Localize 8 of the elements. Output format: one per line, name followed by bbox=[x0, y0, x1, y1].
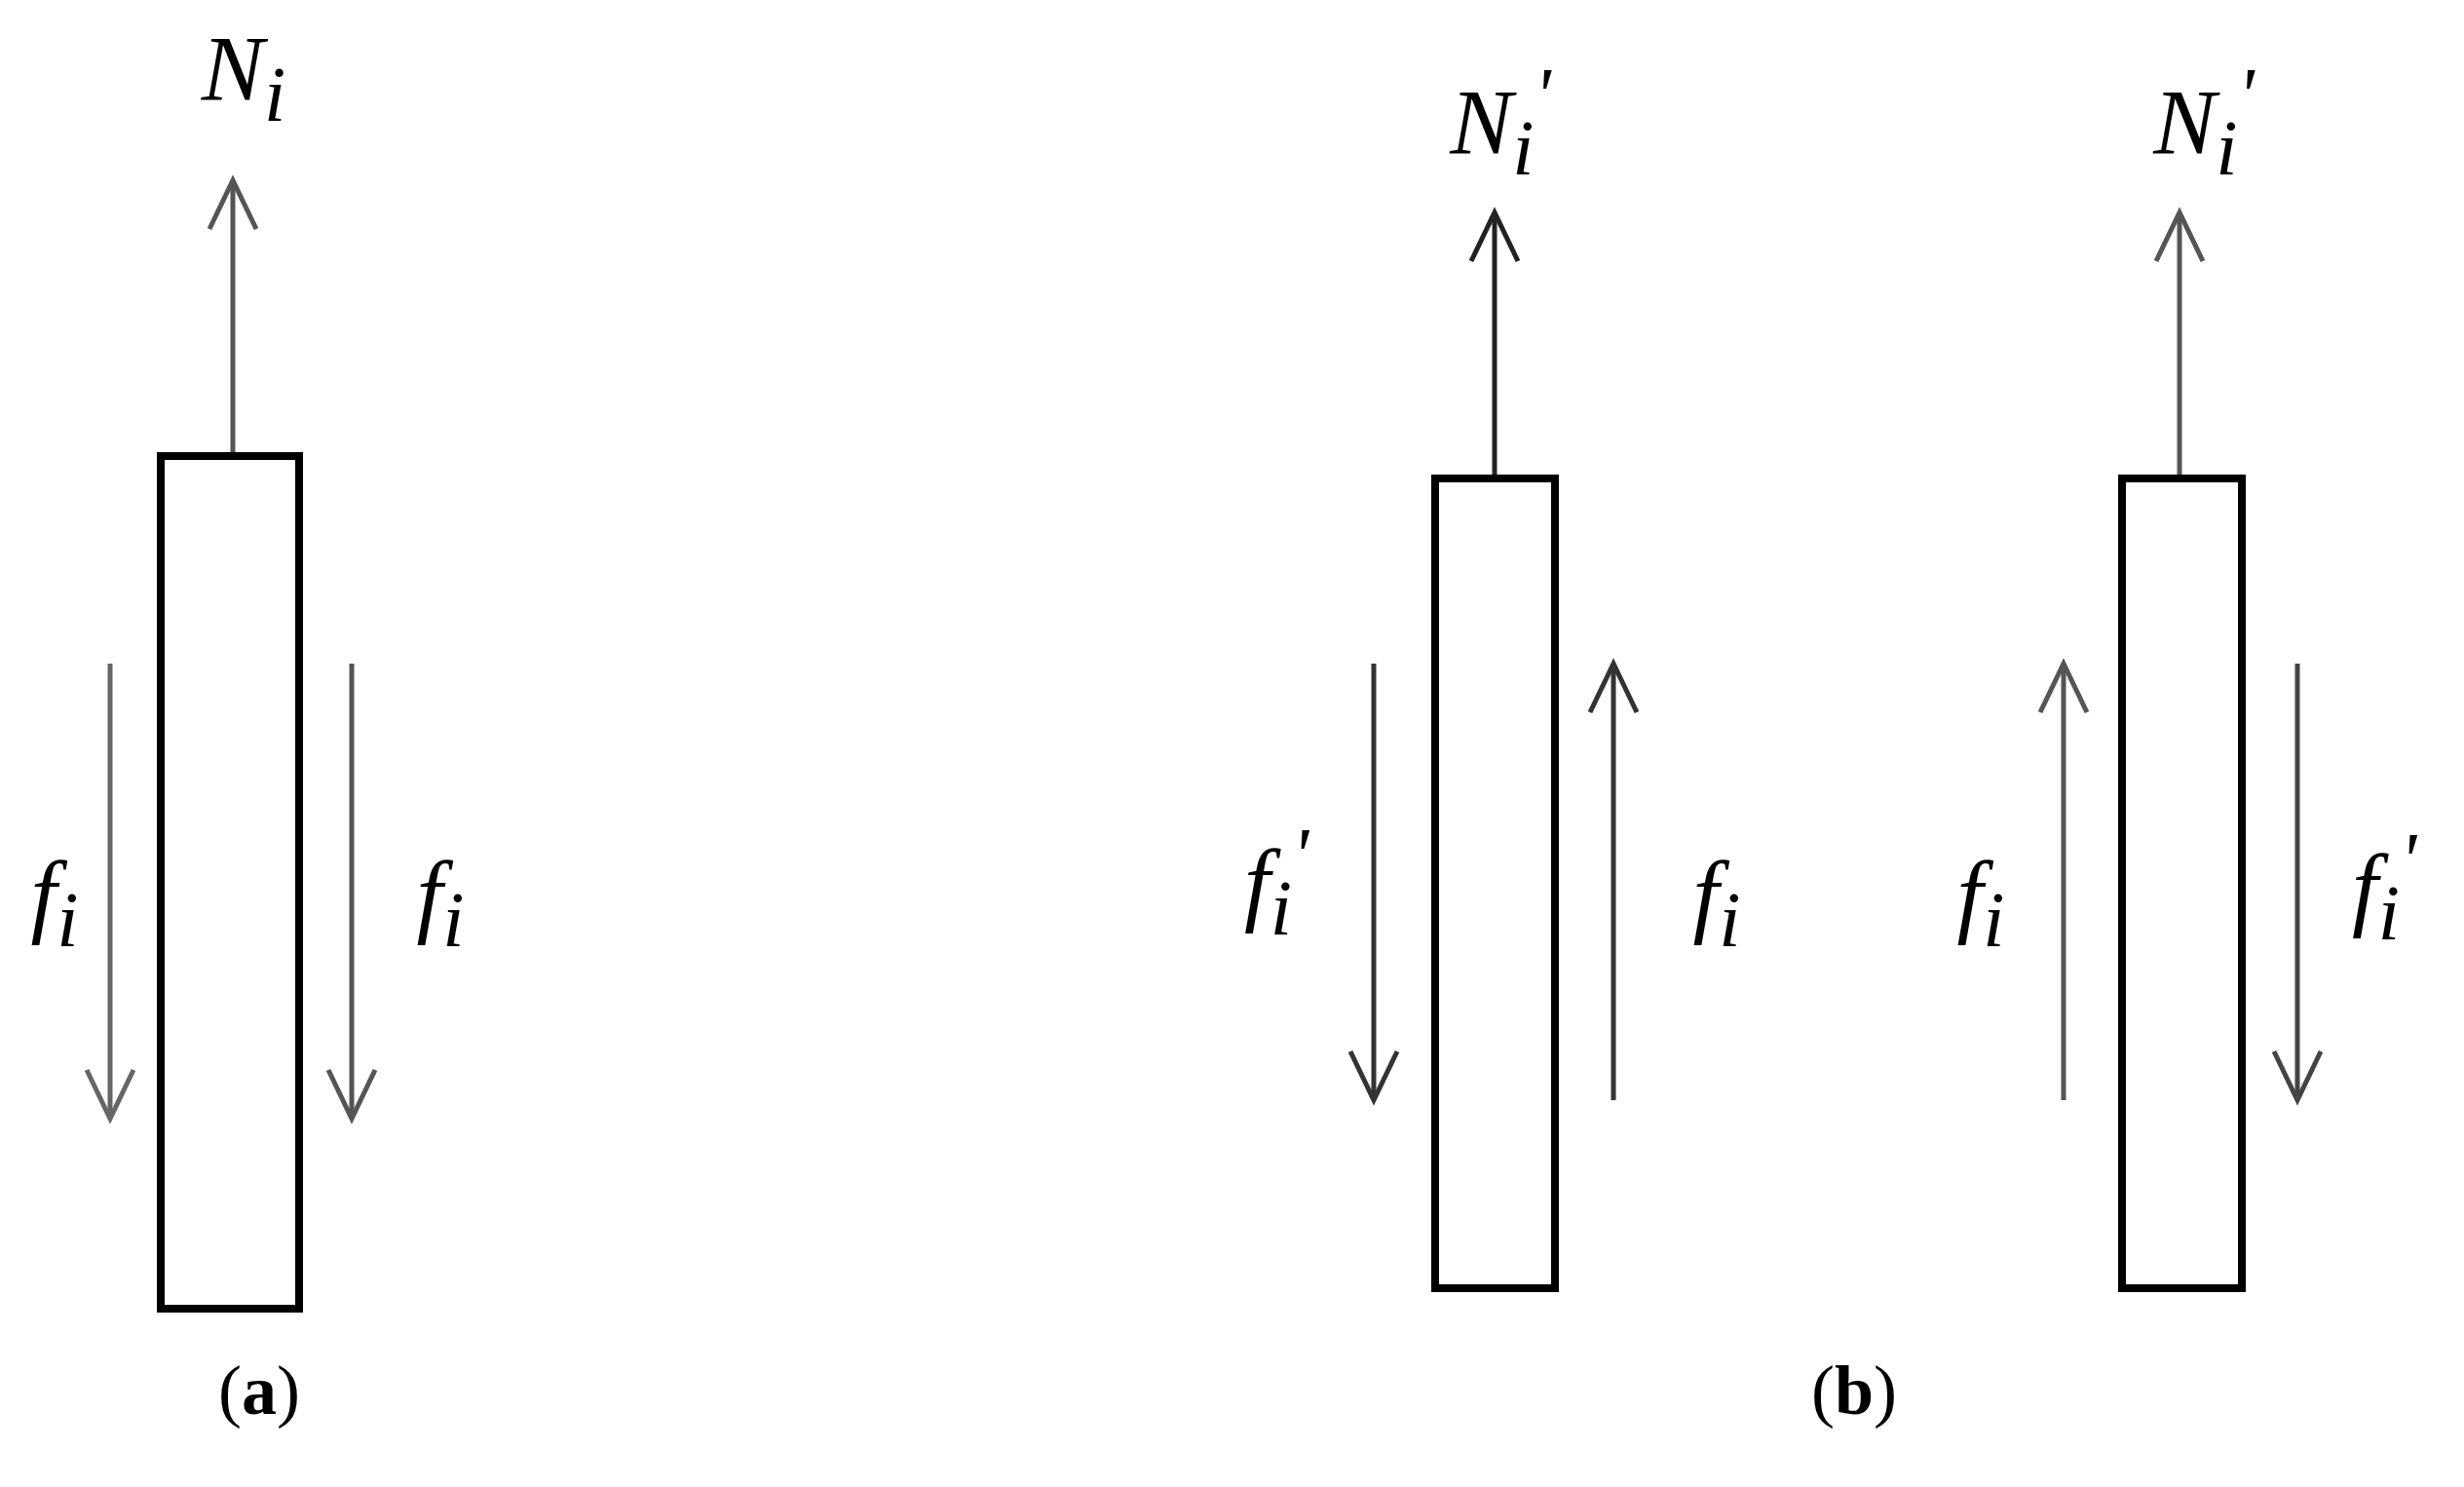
force-label: f$_{i}$ bbox=[1956, 848, 2005, 959]
bar-element bbox=[157, 452, 303, 1313]
force-label: f$_{i}$ bbox=[30, 848, 79, 959]
bar-element bbox=[2118, 475, 2246, 1292]
force-label: f$_{i}$ bbox=[416, 848, 465, 959]
force-label: N$_{i}$ bbox=[201, 22, 286, 133]
force-label: f$_{i}$ bbox=[1692, 848, 1741, 959]
bar-element bbox=[1431, 475, 1559, 1292]
